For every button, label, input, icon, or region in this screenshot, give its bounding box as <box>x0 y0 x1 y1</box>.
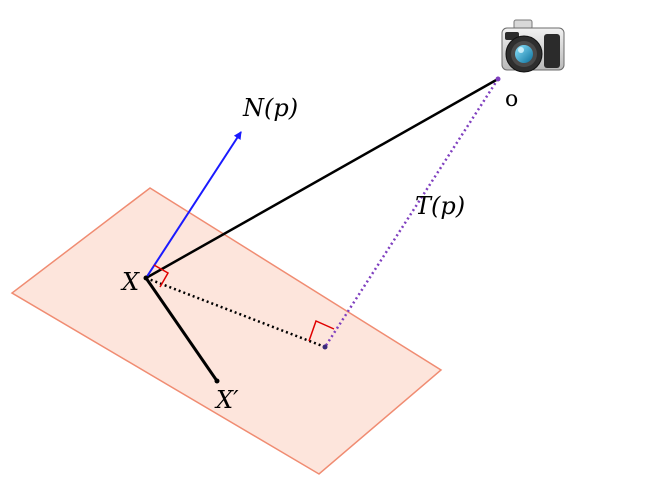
label-normal: N(p) <box>242 94 298 122</box>
normal-vector-arrow <box>145 131 242 279</box>
point-x-dot <box>143 275 149 281</box>
point-x-prime-dot <box>214 378 220 384</box>
label-point-x: X <box>120 268 140 296</box>
camera-icon <box>501 19 565 73</box>
label-camera-center: o <box>505 87 518 112</box>
label-point-x-prime: X′ <box>214 386 239 414</box>
camera-center-dot <box>495 76 501 82</box>
ray-x-to-camera <box>145 77 499 280</box>
tangent-distance-line <box>323 78 500 348</box>
foot-point-dot <box>322 344 328 350</box>
label-tangent-distance: T(p) <box>415 192 465 220</box>
right-angle-marker-normal <box>153 264 170 288</box>
projection-line-on-plane <box>145 276 326 349</box>
segment-x-to-x-prime <box>144 277 219 382</box>
surface-plane <box>10 187 443 475</box>
right-angle-marker-foot <box>308 319 335 342</box>
